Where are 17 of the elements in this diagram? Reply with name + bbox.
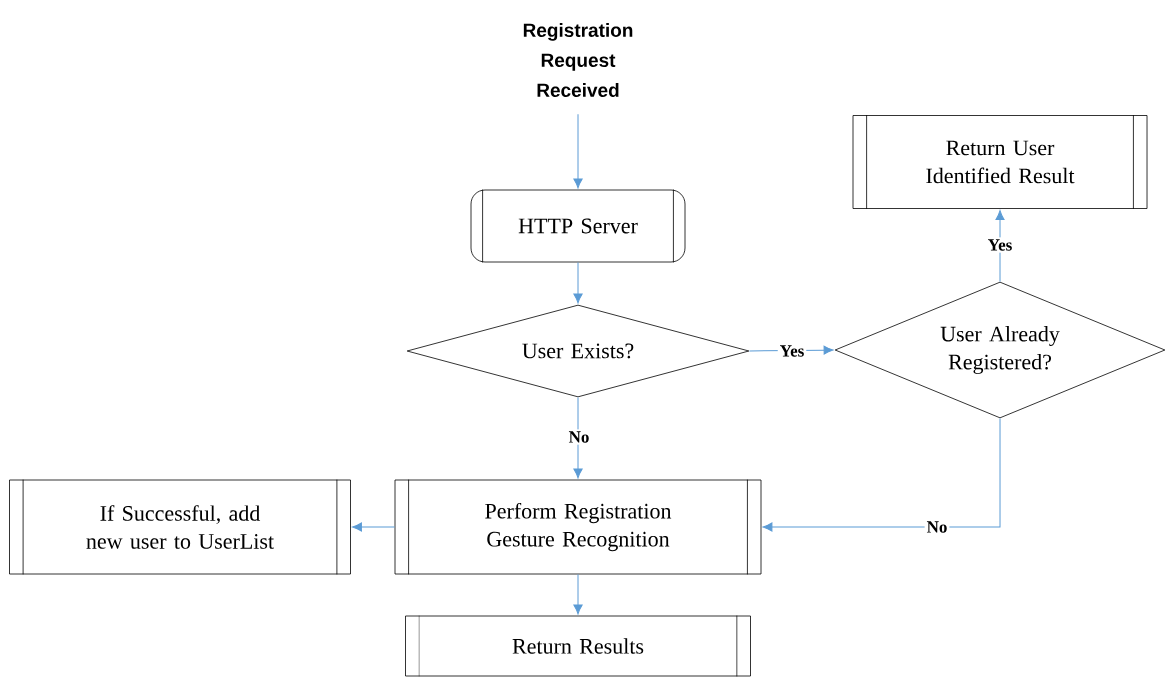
arrow bbox=[573, 573, 583, 615]
process-box: Return User Identified Result bbox=[852, 114, 1148, 210]
arrow bbox=[573, 396, 583, 479]
start-label: Registration Request Received bbox=[523, 23, 633, 97]
process-box: Return Results bbox=[405, 615, 751, 677]
server-terminal: HTTP Server bbox=[470, 189, 686, 263]
arrow bbox=[352, 522, 396, 532]
arrow bbox=[573, 113, 583, 189]
process-box: Perform Registration Gesture Recognition bbox=[394, 479, 762, 575]
arrow bbox=[573, 261, 583, 304]
edge-label: No bbox=[566, 429, 592, 445]
edge-label: No bbox=[924, 519, 950, 535]
arrow bbox=[995, 210, 1005, 283]
arrow bbox=[762, 417, 1001, 532]
edge-label: Yes bbox=[777, 343, 807, 359]
edge-label: Yes bbox=[985, 237, 1015, 253]
process-box: If Successful, add new user to UserList bbox=[9, 479, 351, 575]
